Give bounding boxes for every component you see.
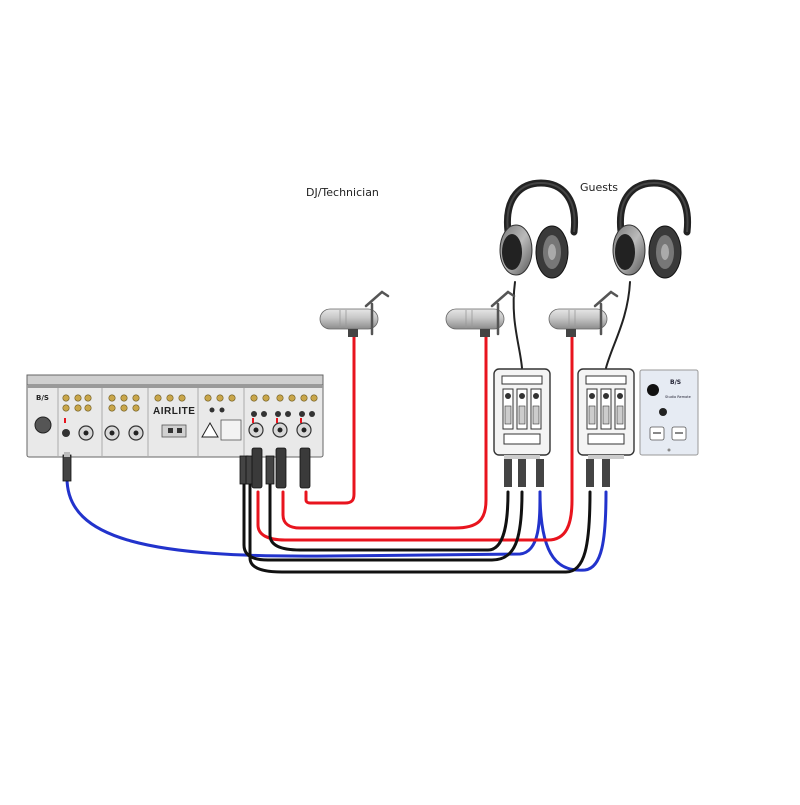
studio-remote-panel [639, 369, 699, 456]
monitor-cable-loop [538, 490, 608, 572]
cables [65, 281, 631, 574]
mixer-plugs [62, 447, 311, 489]
microphone-2 [445, 290, 516, 337]
headphones-guest-2 [612, 179, 692, 279]
mixer-logo: B/S [36, 394, 49, 402]
headphone-amp-2 [577, 368, 635, 487]
microphone-1 [319, 290, 390, 337]
mic-cable-3 [256, 333, 574, 542]
mic-cable-1 [304, 334, 356, 505]
headphones-guest-1 [499, 179, 579, 279]
remote-caption: Studio Remote [665, 395, 691, 399]
monitor-cable-main [65, 476, 542, 558]
label-guests: Guests [580, 181, 619, 194]
mic-cable-2 [281, 334, 488, 530]
headphone-amp-1 [493, 368, 551, 487]
label-dj-technician: DJ/Technician [306, 186, 379, 199]
mixer-console [26, 374, 324, 458]
microphone-3 [548, 290, 619, 337]
remote-logo: B/S [670, 379, 681, 386]
hp-cable-2 [248, 480, 592, 574]
hp-cable-3 [268, 480, 510, 552]
mixer-brand: AIRLITE [153, 406, 195, 417]
hp-cable-1 [242, 480, 524, 562]
hp-lead-guest-2 [605, 281, 631, 369]
hp-lead-guest-1 [512, 281, 523, 369]
